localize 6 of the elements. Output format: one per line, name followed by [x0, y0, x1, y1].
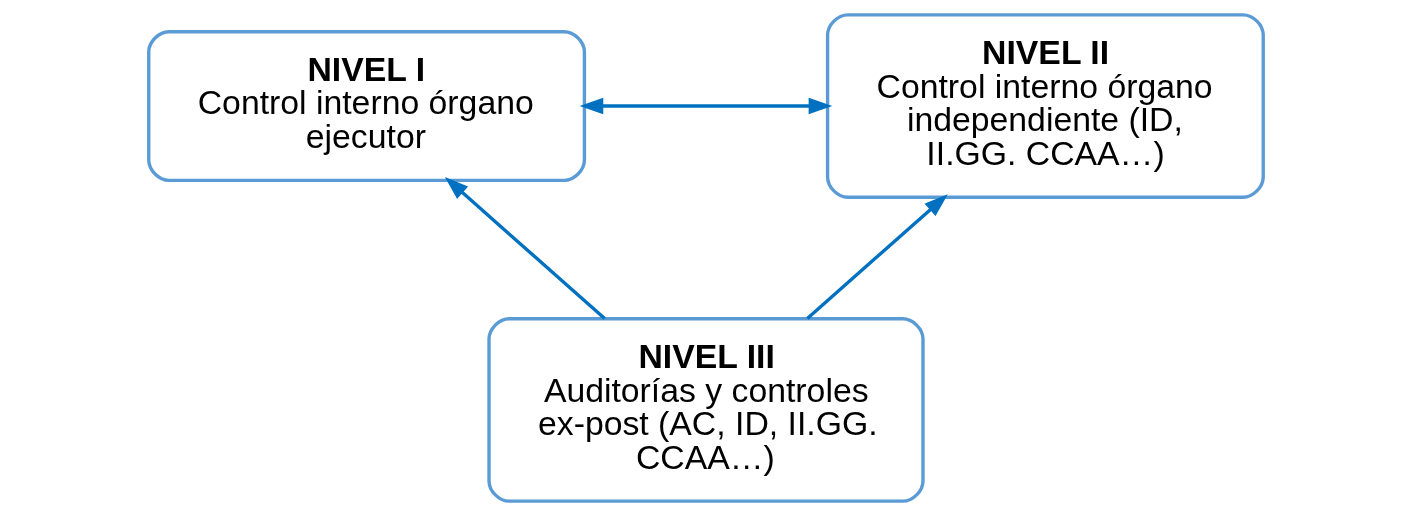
node-box: NIVEL III Auditorías y controles ex-post (AC, ID, II.GG. CCAA…) — [487, 317, 925, 503]
arrow — [579, 97, 833, 115]
arrow — [444, 177, 606, 320]
arrow — [806, 194, 948, 320]
node-box: NIVEL II Control interno órgano independiente (ID, II.GG. CCAA…) — [825, 13, 1265, 199]
node-box: NIVEL I Control interno órgano ejecutor — [147, 30, 587, 182]
